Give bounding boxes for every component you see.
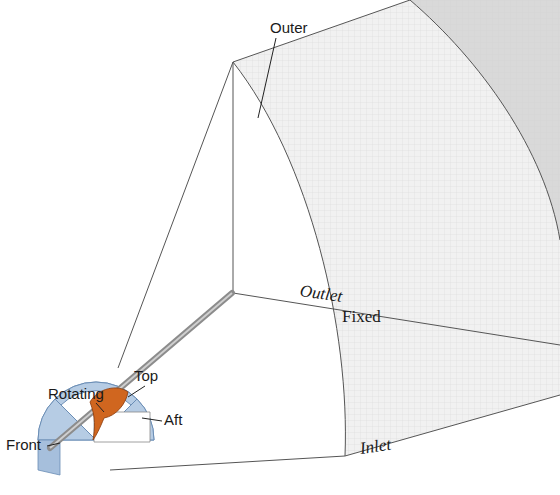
part-label: Inlet — [359, 436, 392, 457]
part-label: Outlet — [299, 282, 343, 305]
part-label: Front — [6, 437, 41, 452]
part-label: Fixed — [342, 308, 381, 325]
part-label: Outer — [270, 20, 308, 35]
part-label: Rotating — [48, 386, 104, 401]
outer-surface — [233, 0, 560, 456]
back-grid — [410, 0, 560, 240]
part-label: Aft — [164, 412, 182, 427]
shaft — [50, 293, 232, 448]
outer-grid — [233, 0, 560, 456]
shaft-highlight — [50, 293, 232, 448]
rotating-region — [38, 382, 154, 475]
back-face — [410, 0, 560, 240]
leader-lines — [47, 38, 276, 446]
part-label: Top — [134, 368, 158, 383]
domain-edges — [110, 0, 560, 470]
